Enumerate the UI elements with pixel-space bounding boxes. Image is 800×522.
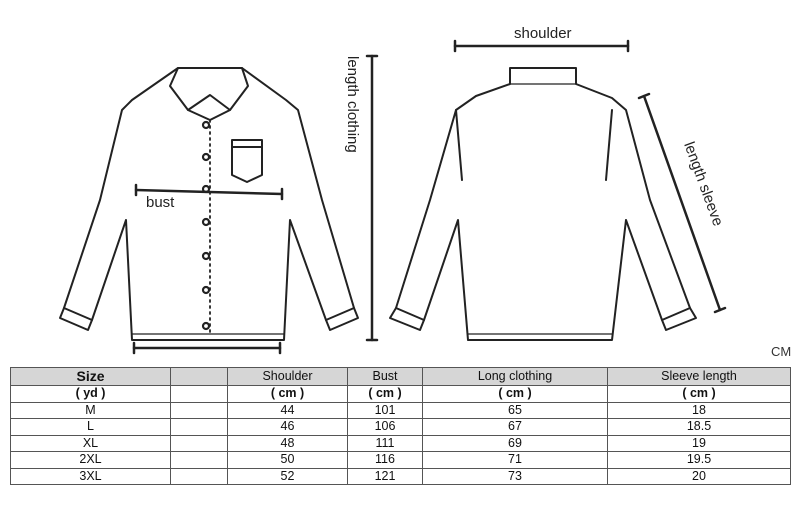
sleeve-length-cell: 18 (607, 401, 791, 419)
header-blank (170, 367, 228, 386)
table-row: 3XL 52 121 73 20 (10, 467, 791, 485)
sleeve-length-cell: 18.5 (607, 418, 791, 436)
shoulder-cell: 44 (227, 401, 348, 419)
size-chart-table: Size Shoulder Bust Long clothing Sleeve … (10, 367, 791, 485)
front-shirt-outline (59, 67, 359, 341)
blank-cell (170, 434, 228, 452)
table-row: L 46 106 67 18.5 (10, 418, 791, 436)
front-buttons (201, 120, 211, 331)
shoulder-cell: 48 (227, 434, 348, 452)
table-header-row: Size Shoulder Bust Long clothing Sleeve … (10, 367, 791, 386)
long-clothing-cell: 69 (422, 434, 608, 452)
long-clothing-cell: 65 (422, 401, 608, 419)
length-sleeve-measure-line (637, 92, 727, 314)
long-clothing-cell: 73 (422, 467, 608, 485)
bust-cell: 106 (347, 418, 423, 436)
bust-cell: 121 (347, 467, 423, 485)
sleeve-length-cell: 19.5 (607, 451, 791, 469)
size-cell: M (10, 401, 171, 419)
unit-label: CM (771, 344, 792, 359)
size-cell: 3XL (10, 467, 171, 485)
header-bust: Bust (347, 367, 423, 386)
sleeve-length-cell: 19 (607, 434, 791, 452)
measurement-lines (132, 39, 727, 355)
blank-cell (170, 467, 228, 485)
unit-cell: ( yd ) (10, 385, 171, 403)
shoulder-cell: 50 (227, 451, 348, 469)
size-cell: XL (10, 434, 171, 452)
bust-label: bust (146, 194, 175, 211)
unit-cell: ( cm ) (227, 385, 348, 403)
bust-cell: 111 (347, 434, 423, 452)
size-cell: 2XL (10, 451, 171, 469)
shirt-measurement-diagram: shoulder bust length clothing length sle… (59, 25, 727, 355)
back-shirt-outline (389, 67, 697, 341)
sleeve-length-cell: 20 (607, 467, 791, 485)
bust-cell: 116 (347, 451, 423, 469)
table-units-row: ( yd ) ( cm ) ( cm ) ( cm ) ( cm ) (10, 385, 791, 403)
header-size: Size (10, 367, 171, 386)
long-clothing-cell: 71 (422, 451, 608, 469)
table-row: XL 48 111 69 19 (10, 434, 791, 452)
header-shoulder: Shoulder (227, 367, 348, 386)
unit-cell: ( cm ) (607, 385, 791, 403)
blank-cell (170, 451, 228, 469)
shoulder-cell: 46 (227, 418, 348, 436)
bust-measure-line (134, 183, 284, 201)
header-sleeve-length: Sleeve length (607, 367, 791, 386)
length-clothing-label: length clothing (344, 56, 361, 153)
length-clothing-measure-line (365, 54, 379, 342)
shoulder-measure-line (453, 39, 630, 53)
bust-cell: 101 (347, 401, 423, 419)
shoulder-label: shoulder (514, 25, 572, 42)
hem-width-measure-line (132, 341, 282, 355)
long-clothing-cell: 67 (422, 418, 608, 436)
blank-cell (170, 401, 228, 419)
unit-cell: ( cm ) (347, 385, 423, 403)
unit-cell (170, 385, 228, 403)
table-row: M 44 101 65 18 (10, 401, 791, 419)
shoulder-cell: 52 (227, 467, 348, 485)
unit-cell: ( cm ) (422, 385, 608, 403)
size-cell: L (10, 418, 171, 436)
blank-cell (170, 418, 228, 436)
header-long-clothing: Long clothing (422, 367, 608, 386)
table-row: 2XL 50 116 71 19.5 (10, 451, 791, 469)
